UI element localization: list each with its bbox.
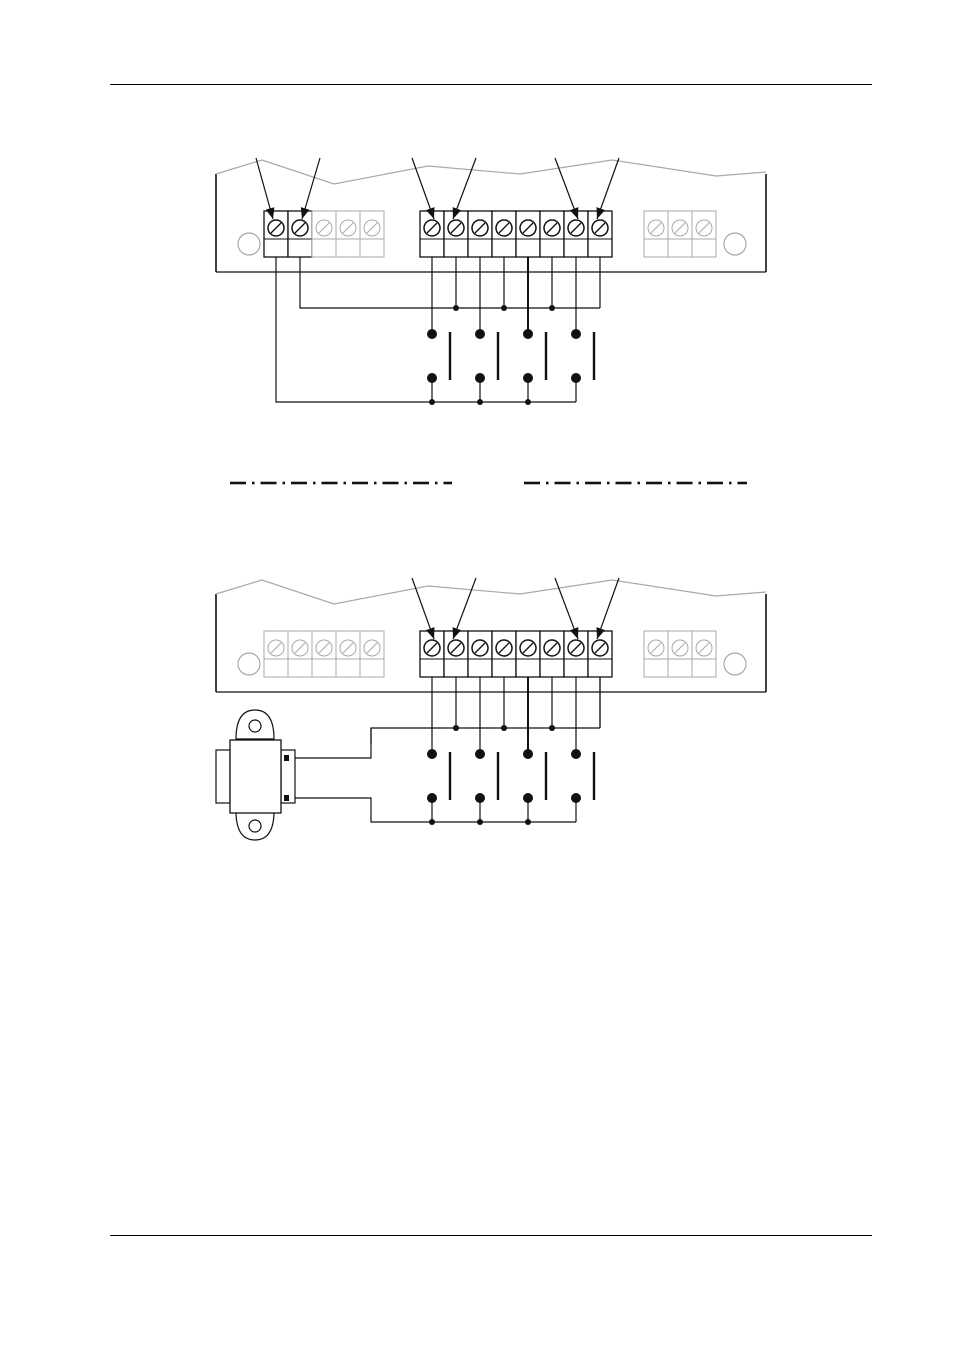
mounting-hole-left (238, 233, 260, 255)
transformer-tab-top (236, 710, 274, 739)
transformer-lug-top (284, 755, 289, 761)
screw-terminal-icon (336, 631, 360, 677)
contact-switch-icon (571, 329, 594, 402)
screw-terminal-icon (564, 211, 588, 257)
contact-top (427, 749, 437, 759)
transformer-lug-bottom (284, 795, 289, 801)
screw-terminal-icon (644, 631, 668, 677)
screw-terminal-icon (336, 211, 360, 257)
screw-terminal-icon (288, 631, 312, 677)
mounting-hole-left (238, 653, 260, 675)
common-bus (300, 257, 600, 308)
screw-terminal-icon (644, 211, 668, 257)
contact-top (571, 329, 581, 339)
screw-terminal-icon (588, 211, 612, 257)
screw-terminal-icon (264, 211, 288, 257)
screw-terminal-icon (516, 211, 540, 257)
screw-terminal-icon (588, 631, 612, 677)
screw-terminal-icon (444, 631, 468, 677)
screw-terminal-icon (468, 631, 492, 677)
transformer-icon (216, 710, 295, 840)
transformer-tab-bottom (236, 811, 274, 840)
screw-terminal-icon (668, 631, 692, 677)
transformer-winding-left (216, 750, 230, 803)
screw-terminal-icon (492, 631, 516, 677)
screw-terminal-icon (492, 211, 516, 257)
mounting-hole-right (724, 233, 746, 255)
contact-top (475, 749, 485, 759)
panel-upper (216, 158, 766, 405)
contact-switch-icon (427, 749, 450, 822)
contact-top (571, 749, 581, 759)
common-bus (371, 728, 600, 744)
contact-switch-icon (523, 749, 546, 822)
transformer-core (230, 740, 281, 813)
screw-terminal-icon (468, 211, 492, 257)
contact-switch-icon (475, 749, 498, 822)
board-torn-edge (216, 580, 766, 604)
screw-terminal-icon (540, 211, 564, 257)
screw-terminal-icon (516, 631, 540, 677)
screw-terminal-icon (420, 211, 444, 257)
screw-terminal-icon (360, 211, 384, 257)
screw-terminal-icon (312, 211, 336, 257)
board-torn-edge (216, 160, 766, 184)
contact-switch-icon (475, 329, 498, 402)
contact-top (523, 329, 533, 339)
contact-top (523, 749, 533, 759)
contact-switch-icon (427, 329, 450, 402)
screw-terminal-icon (668, 211, 692, 257)
supply-wire (287, 728, 371, 758)
screw-terminal-icon (444, 211, 468, 257)
screw-terminal-icon (540, 631, 564, 677)
contact-switch-icon (571, 749, 594, 822)
screw-terminal-icon (564, 631, 588, 677)
contact-top (475, 329, 485, 339)
mounting-hole-right (724, 653, 746, 675)
contact-top (427, 329, 437, 339)
screw-terminal-icon (288, 211, 312, 257)
contact-switch-icon (523, 329, 546, 402)
screw-terminal-icon (692, 631, 716, 677)
screw-terminal-icon (692, 211, 716, 257)
screw-terminal-icon (312, 631, 336, 677)
screw-terminal-icon (264, 631, 288, 677)
panel-lower (216, 578, 766, 840)
screw-terminal-icon (420, 631, 444, 677)
screw-terminal-icon (360, 631, 384, 677)
